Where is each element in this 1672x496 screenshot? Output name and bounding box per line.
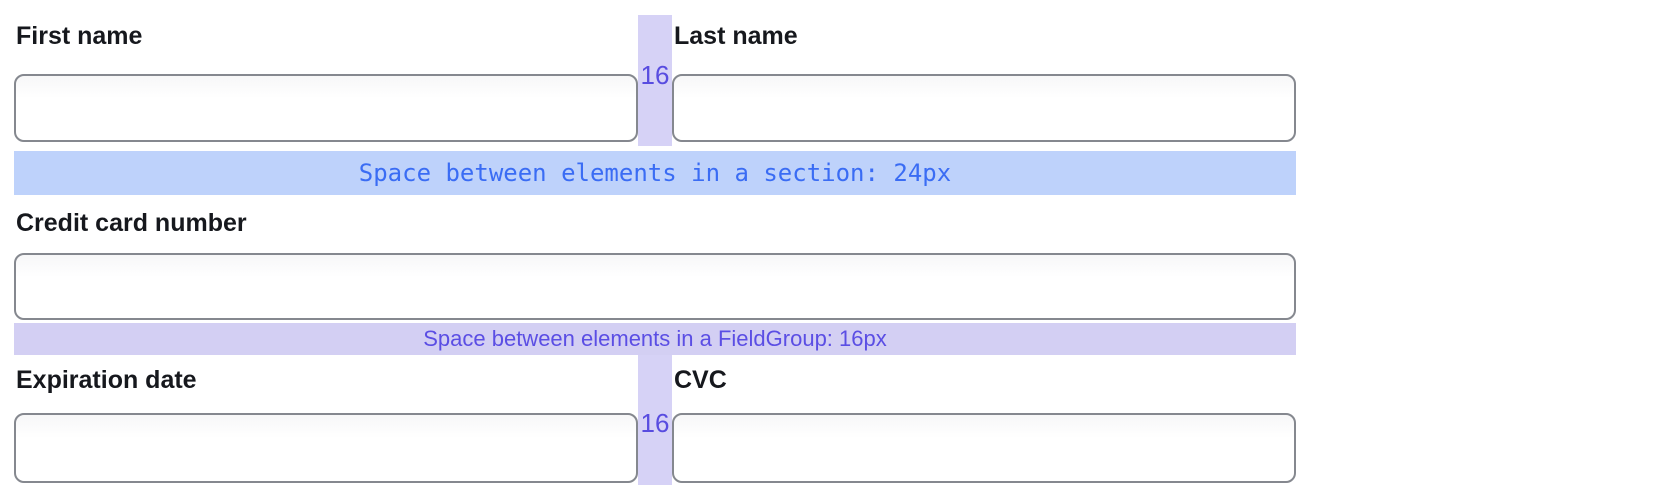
column-gap-size-label: 16 xyxy=(640,60,670,90)
cvc-input[interactable] xyxy=(672,413,1296,483)
section-spacing-label: Space between elements in a section: 24p… xyxy=(358,159,952,187)
field-last-name: Last name xyxy=(672,15,1296,146)
expiration-date-label: Expiration date xyxy=(16,366,197,394)
field-credit-card-number: Credit card number xyxy=(14,195,1296,320)
column-gap-size-label: 16 xyxy=(640,408,670,438)
field-expiration-date: Expiration date xyxy=(14,355,638,485)
expiration-date-input[interactable] xyxy=(14,413,638,483)
cvc-label: CVC xyxy=(674,366,727,394)
card-details-row: Expiration date 16 CVC xyxy=(14,355,1296,485)
column-gap-band-top: 16 xyxy=(638,15,672,146)
first-name-input[interactable] xyxy=(14,74,638,142)
credit-card-number-input[interactable] xyxy=(14,253,1296,320)
first-name-label: First name xyxy=(16,22,143,50)
last-name-input[interactable] xyxy=(672,74,1296,142)
fieldgroup-spacing-band: Space between elements in a FieldGroup: … xyxy=(14,323,1296,355)
last-name-label: Last name xyxy=(674,22,798,50)
field-cvc: CVC xyxy=(672,355,1296,485)
column-gap-band-bottom: 16 xyxy=(638,355,672,485)
section-spacing-band: Space between elements in a section: 24p… xyxy=(14,151,1296,195)
name-fields-row: First name 16 Last name xyxy=(14,15,1296,146)
field-first-name: First name xyxy=(14,15,638,146)
form-spacing-spec: First name 16 Last name Space between el… xyxy=(14,15,1296,485)
credit-card-number-label: Credit card number xyxy=(16,209,247,237)
fieldgroup-spacing-label: Space between elements in a FieldGroup: … xyxy=(423,326,887,351)
